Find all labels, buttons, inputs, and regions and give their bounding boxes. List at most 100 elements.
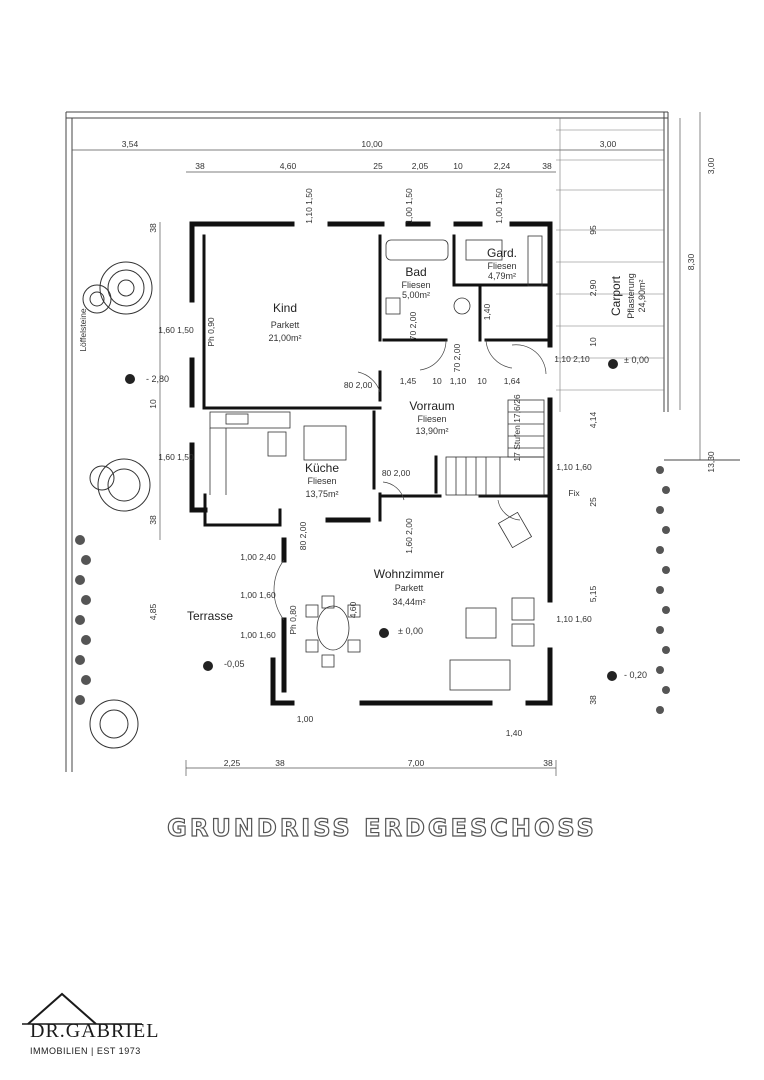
plan-title: GRUNDRISS ERDGESCHOSS xyxy=(167,813,597,842)
staircase xyxy=(445,399,545,496)
door-swings xyxy=(273,339,547,621)
dim-misc-a: 2,90 xyxy=(588,279,598,296)
gard-floor: Fliesen xyxy=(487,261,516,271)
dim-misc-b: 1,40 xyxy=(482,303,492,320)
dim-opening-6: Ph 0,90 xyxy=(206,317,216,347)
hedge-right xyxy=(656,466,670,714)
bathroom-fixtures xyxy=(385,235,543,315)
kind-area: 21,00m² xyxy=(268,333,301,343)
dim-opening-17: 80 2,00 xyxy=(298,522,308,551)
dim-opening-12: 1,60 2,00 xyxy=(404,518,414,554)
dim-opening-11: 1,10 1,60 xyxy=(556,462,592,472)
dim-right-e: 5,15 xyxy=(588,585,598,602)
dim-top2-d: 2,05 xyxy=(412,161,429,171)
level-right: - 0,20 xyxy=(624,670,647,680)
dim-top1-b: 10,00 xyxy=(361,139,383,149)
level-terr: -0,05 xyxy=(224,659,245,669)
dim-misc-c: 1,00 xyxy=(297,714,314,724)
gard-name: Gard. xyxy=(487,246,517,260)
house-roof-icon xyxy=(22,992,142,1025)
dim-vorraum-a: 1,45 xyxy=(400,376,417,386)
dim-left-a: 38 xyxy=(148,223,158,233)
dim-left-b: 10 xyxy=(148,399,158,409)
dim-top2-a: 38 xyxy=(195,161,205,171)
dim-left-d: 38 xyxy=(148,515,158,525)
dim-opening-14: 80 2,00 xyxy=(382,468,411,478)
walls xyxy=(189,221,553,706)
dim-opening-7: 1,10 2,10 xyxy=(554,354,590,364)
carport-name: Carport xyxy=(609,275,623,316)
wohnzimmer-name: Wohnzimmer xyxy=(374,567,444,581)
dim-opening-2: 1,00 1,50 xyxy=(404,188,414,224)
kueche-floor: Fliesen xyxy=(307,476,336,486)
dim-misc-f: 4,60 xyxy=(348,601,358,618)
level-markers xyxy=(125,359,618,681)
dim-opening-13: 80 2,00 xyxy=(344,380,373,390)
wohnzimmer-area: 34,44m² xyxy=(392,597,425,607)
level-kind: - 2,80 xyxy=(146,374,169,384)
hedge-left xyxy=(75,535,91,705)
stairs-label: 17 Stufen 17,6/26 xyxy=(512,394,522,461)
dim-top2-g: 38 xyxy=(542,161,552,171)
kind-floor: Parkett xyxy=(271,320,300,330)
dim-opening-9: 1,00 1,60 xyxy=(240,590,276,600)
dim-bottom-c: 7,00 xyxy=(408,758,425,768)
level-wohn: ± 0,00 xyxy=(398,626,423,636)
dim-opening-16: 70 2,00 xyxy=(452,344,462,373)
dim-opening-4: 1,60 1,50 xyxy=(158,325,194,335)
carport-paving xyxy=(556,118,664,412)
loeffelsteine-label: Löffelsteine xyxy=(78,308,88,352)
kueche-area: 13,75m² xyxy=(305,489,338,499)
dimension-lines xyxy=(72,112,701,776)
bad-name: Bad xyxy=(405,265,426,279)
vorraum-area: 13,90m² xyxy=(415,426,448,436)
dim-top2-c: 25 xyxy=(373,161,383,171)
dim-opening-8: 1,00 2,40 xyxy=(240,552,276,562)
vorraum-name: Vorraum xyxy=(409,399,454,413)
wohnzimmer-floor: Parkett xyxy=(395,583,424,593)
dim-vorraum-b: 10 xyxy=(432,376,442,386)
bad-floor: Fliesen xyxy=(401,280,430,290)
dim-right-h: 25 xyxy=(588,497,598,507)
dim-top2-b: 4,60 xyxy=(280,161,297,171)
dim-top2-e: 10 xyxy=(453,161,463,171)
dim-left-c: 4,85 xyxy=(148,603,158,620)
dim-misc-d: 1,40 xyxy=(506,728,523,738)
floor-plan: Kind Parkett 21,00m² Bad Fliesen 5,00m² … xyxy=(65,111,740,776)
kueche-name: Küche xyxy=(305,461,339,475)
dim-misc-g: 1,10 1,60 xyxy=(556,614,592,624)
dim-bottom-d: 38 xyxy=(543,758,553,768)
living-furniture xyxy=(305,511,535,691)
level-entry: ± 0,00 xyxy=(624,355,649,365)
dim-bottom-a: 2,25 xyxy=(224,758,241,768)
company-logo: DR.GABRIEL IMMOBILIEN | EST 1973 xyxy=(22,988,162,1060)
dim-opening-5: 1,60 1,50 xyxy=(158,452,194,462)
dim-misc-e: Ph 0,80 xyxy=(288,605,298,635)
dim-right-b: 8,30 xyxy=(686,253,696,270)
terrasse-name: Terrasse xyxy=(187,609,233,623)
gard-area: 4,79m² xyxy=(488,271,516,281)
dim-right-g: 10 xyxy=(588,337,598,347)
dim-right-d: 4,14 xyxy=(588,411,598,428)
logo-tagline: IMMOBILIEN | EST 1973 xyxy=(30,1046,141,1056)
kitchen-fixtures xyxy=(209,411,347,495)
dim-opening-3: 1,00 1,50 xyxy=(494,188,504,224)
dim-opening-1: 1,10 1,50 xyxy=(304,188,314,224)
dim-misc-h: Fix xyxy=(568,488,580,498)
logo-name: DR.GABRIEL xyxy=(30,1020,160,1042)
dim-right-c: 13,30 xyxy=(706,451,716,473)
carport-floor: Pflasterung xyxy=(626,273,636,319)
dim-vorraum-c: 1,10 xyxy=(450,376,467,386)
garden-trees xyxy=(82,261,153,749)
bad-area: 5,00m² xyxy=(402,290,430,300)
dim-right-a: 3,00 xyxy=(706,157,716,174)
dim-right-i: 38 xyxy=(588,695,598,705)
dim-opening-15: 70 2,00 xyxy=(408,312,418,341)
kind-name: Kind xyxy=(273,301,297,315)
vorraum-floor: Fliesen xyxy=(417,414,446,424)
dim-top1-a: 3,54 xyxy=(122,139,139,149)
dim-vorraum-d: 10 xyxy=(477,376,487,386)
dim-opening-10: 1,00 1,60 xyxy=(240,630,276,640)
dim-top1-c: 3,00 xyxy=(600,139,617,149)
dim-vorraum-e: 1,64 xyxy=(504,376,521,386)
